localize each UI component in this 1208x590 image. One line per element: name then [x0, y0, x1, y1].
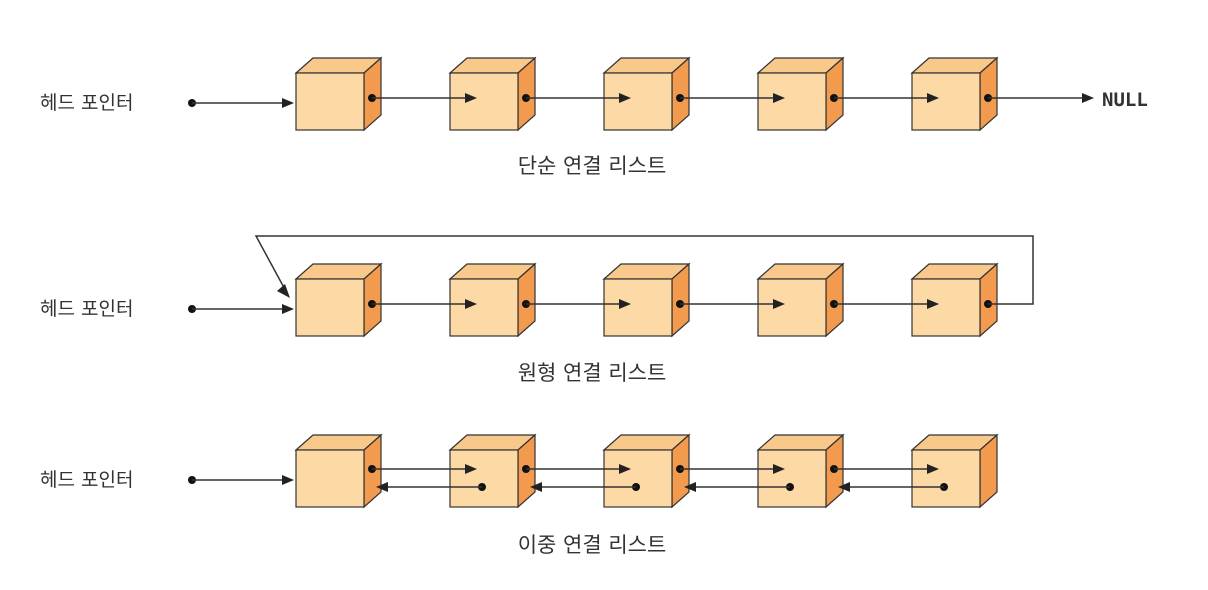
- node-front-face: [757, 72, 827, 131]
- node-front-face: [295, 72, 365, 131]
- caption-singly: 단순 연결 리스트: [518, 154, 667, 178]
- arrow-head: [376, 482, 388, 492]
- list-node: [294, 433, 383, 509]
- singly-linked-list: 헤드 포인터 NULL 단순 연결 리스트: [40, 56, 1148, 178]
- node-front-face: [911, 278, 981, 337]
- list-node: [756, 433, 845, 509]
- list-node: [448, 262, 537, 338]
- arrow-head: [1082, 93, 1094, 103]
- node-front-face: [757, 278, 827, 337]
- arrow-head: [773, 464, 785, 474]
- node-front-face: [911, 72, 981, 131]
- list-node: [294, 262, 383, 338]
- node-front-face: [911, 449, 981, 508]
- arrow-head: [619, 464, 631, 474]
- node-front-face: [295, 278, 365, 337]
- head-pointer-label: 헤드 포인터: [40, 469, 133, 491]
- caption-doubly: 이중 연결 리스트: [518, 533, 667, 557]
- arrow-head: [530, 482, 542, 492]
- list-node: [294, 56, 383, 132]
- list-node: [756, 262, 845, 338]
- node-front-face: [295, 449, 365, 508]
- arrow-head: [282, 98, 294, 108]
- node-front-face: [449, 449, 519, 508]
- doubly-linked-list: 헤드 포인터 이중 연결 리스트: [40, 433, 999, 557]
- null-label: NULL: [1102, 89, 1148, 111]
- arrow-head: [927, 93, 939, 103]
- arrow-head: [619, 299, 631, 309]
- head-pointer-label: 헤드 포인터: [40, 298, 133, 320]
- arrow-head: [838, 482, 850, 492]
- head-pointer-label: 헤드 포인터: [40, 92, 133, 114]
- node-front-face: [603, 449, 673, 508]
- node-front-face: [449, 72, 519, 131]
- arrow-head: [927, 464, 939, 474]
- arrow-head: [465, 464, 477, 474]
- node-front-face: [757, 449, 827, 508]
- node-group: [294, 262, 999, 338]
- node-front-face: [603, 72, 673, 131]
- list-node: [910, 433, 999, 509]
- arrow-head: [282, 304, 294, 314]
- arrow-head: [282, 475, 294, 485]
- arrow-head: [773, 299, 785, 309]
- link-group: [188, 93, 1094, 108]
- link-group: [188, 235, 1034, 314]
- arrow-head: [773, 93, 785, 103]
- arrow-head: [684, 482, 696, 492]
- arrow-head: [927, 299, 939, 309]
- list-node: [910, 56, 999, 132]
- list-node: [448, 56, 537, 132]
- node-group: [294, 433, 999, 509]
- arrow-head: [619, 93, 631, 103]
- list-node: [602, 262, 691, 338]
- node-group: [294, 56, 999, 132]
- caption-circular: 원형 연결 리스트: [518, 361, 667, 385]
- arrow-head: [465, 93, 477, 103]
- list-node: [448, 433, 537, 509]
- node-front-face: [449, 278, 519, 337]
- list-node: [602, 433, 691, 509]
- list-node: [756, 56, 845, 132]
- list-node: [602, 56, 691, 132]
- arrow-head: [465, 299, 477, 309]
- arrow-head: [277, 284, 290, 298]
- circular-linked-list: 헤드 포인터 원형 연결 리스트: [40, 235, 1034, 385]
- list-node: [910, 262, 999, 338]
- node-front-face: [603, 278, 673, 337]
- link-group: [188, 464, 948, 492]
- circular-return-line: [254, 235, 1034, 305]
